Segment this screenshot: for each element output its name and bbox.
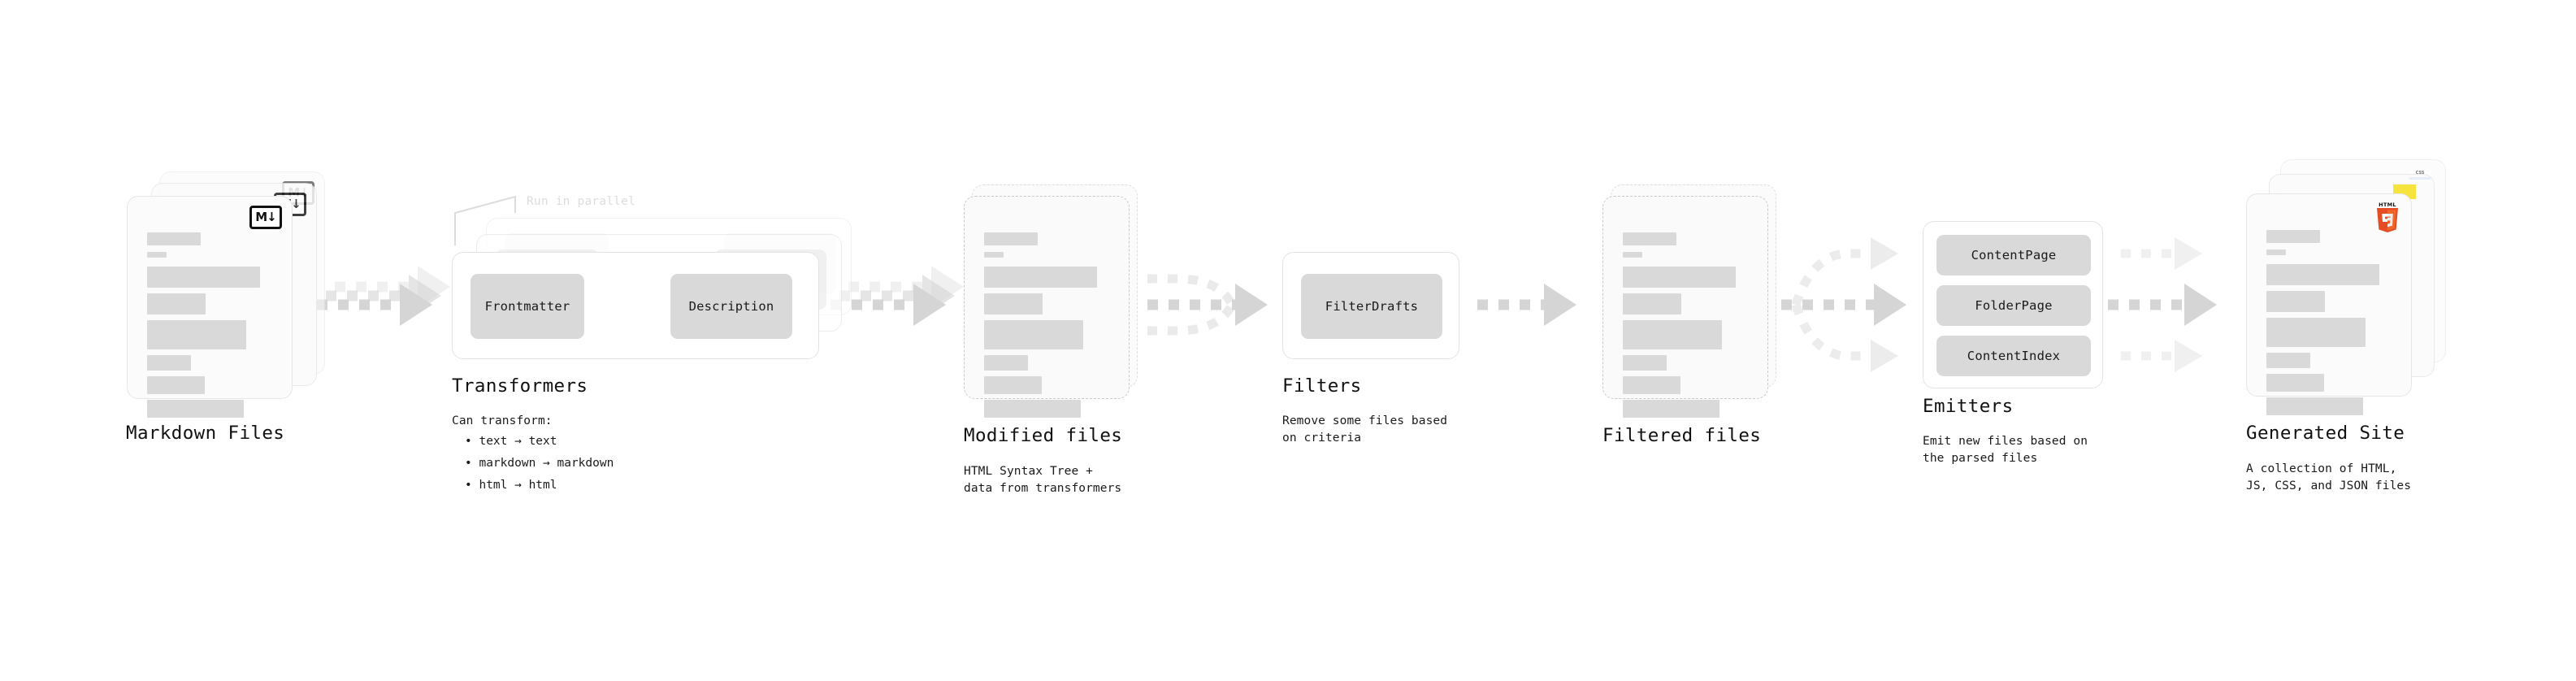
filtered-card-front: [1602, 196, 1768, 418]
transformer-panel-front: Frontmatter Description: [452, 252, 819, 359]
filters-panel: FilterDrafts: [1282, 252, 1459, 359]
chip-description[interactable]: Description: [670, 274, 792, 339]
connector-modified-to-filters: [1147, 274, 1268, 336]
transformers-bullet-2: • html → html: [465, 479, 557, 492]
chip-filterdrafts[interactable]: FilterDrafts: [1301, 274, 1442, 339]
chip-contentpage[interactable]: ContentPage: [1936, 235, 2091, 275]
connector-md-to-transformers: [317, 266, 450, 326]
markdown-badge-text: M↓: [249, 206, 282, 229]
transformers-bullet-0: • text → text: [465, 435, 557, 448]
markdown-card-front: M↓: [127, 196, 293, 418]
stage-title-filtered-files: Filtered files: [1602, 425, 1762, 446]
connector-filters-to-filtered: [1477, 284, 1576, 326]
chip-contentindex[interactable]: ContentIndex: [1936, 336, 2091, 376]
site-card-front-html: HTML: [2246, 193, 2412, 415]
stage-title-filters: Filters: [1282, 375, 1362, 397]
chip-folderpage[interactable]: FolderPage: [1936, 285, 2091, 326]
stage-subtitle-generated-site: A collection of HTML, JS, CSS, and JSON …: [2246, 462, 2412, 493]
connector-emitters-to-site: [2108, 237, 2217, 372]
stage-title-modified-files: Modified files: [964, 425, 1123, 446]
chip-frontmatter[interactable]: Frontmatter: [471, 274, 584, 339]
emitters-panel: ContentPage FolderPage ContentIndex: [1923, 221, 2103, 388]
stage-title-markdown-files: Markdown Files: [126, 423, 285, 444]
stage-title-transformers: Transformers: [452, 375, 588, 397]
connector-filtered-to-emitters: [1781, 237, 1906, 372]
stage-subtitle-filters: Remove some files based on criteria: [1282, 414, 1448, 445]
stage-subtitle-emitters: Emit new files based on the parsed files: [1923, 435, 2088, 466]
css-badge-text: CSS: [2415, 171, 2425, 176]
html5-logo-icon: HTML: [2375, 202, 2400, 232]
modified-card-front: [964, 196, 1130, 418]
transformers-bullet-1: • markdown → markdown: [465, 457, 614, 470]
stage-title-generated-site: Generated Site: [2246, 423, 2405, 444]
stage-title-emitters: Emitters: [1923, 396, 2014, 417]
stage-subtitle-modified-files: HTML Syntax Tree + data from transformer…: [964, 465, 1122, 496]
html5-badge-text: HTML: [2379, 202, 2396, 208]
run-in-parallel-label: Run in parallel: [527, 195, 635, 208]
run-in-parallel-bracket: [454, 195, 516, 245]
markdown-logo-icon: M↓: [249, 206, 282, 229]
stage-subtitle-transformers: Can transform:: [452, 414, 553, 427]
